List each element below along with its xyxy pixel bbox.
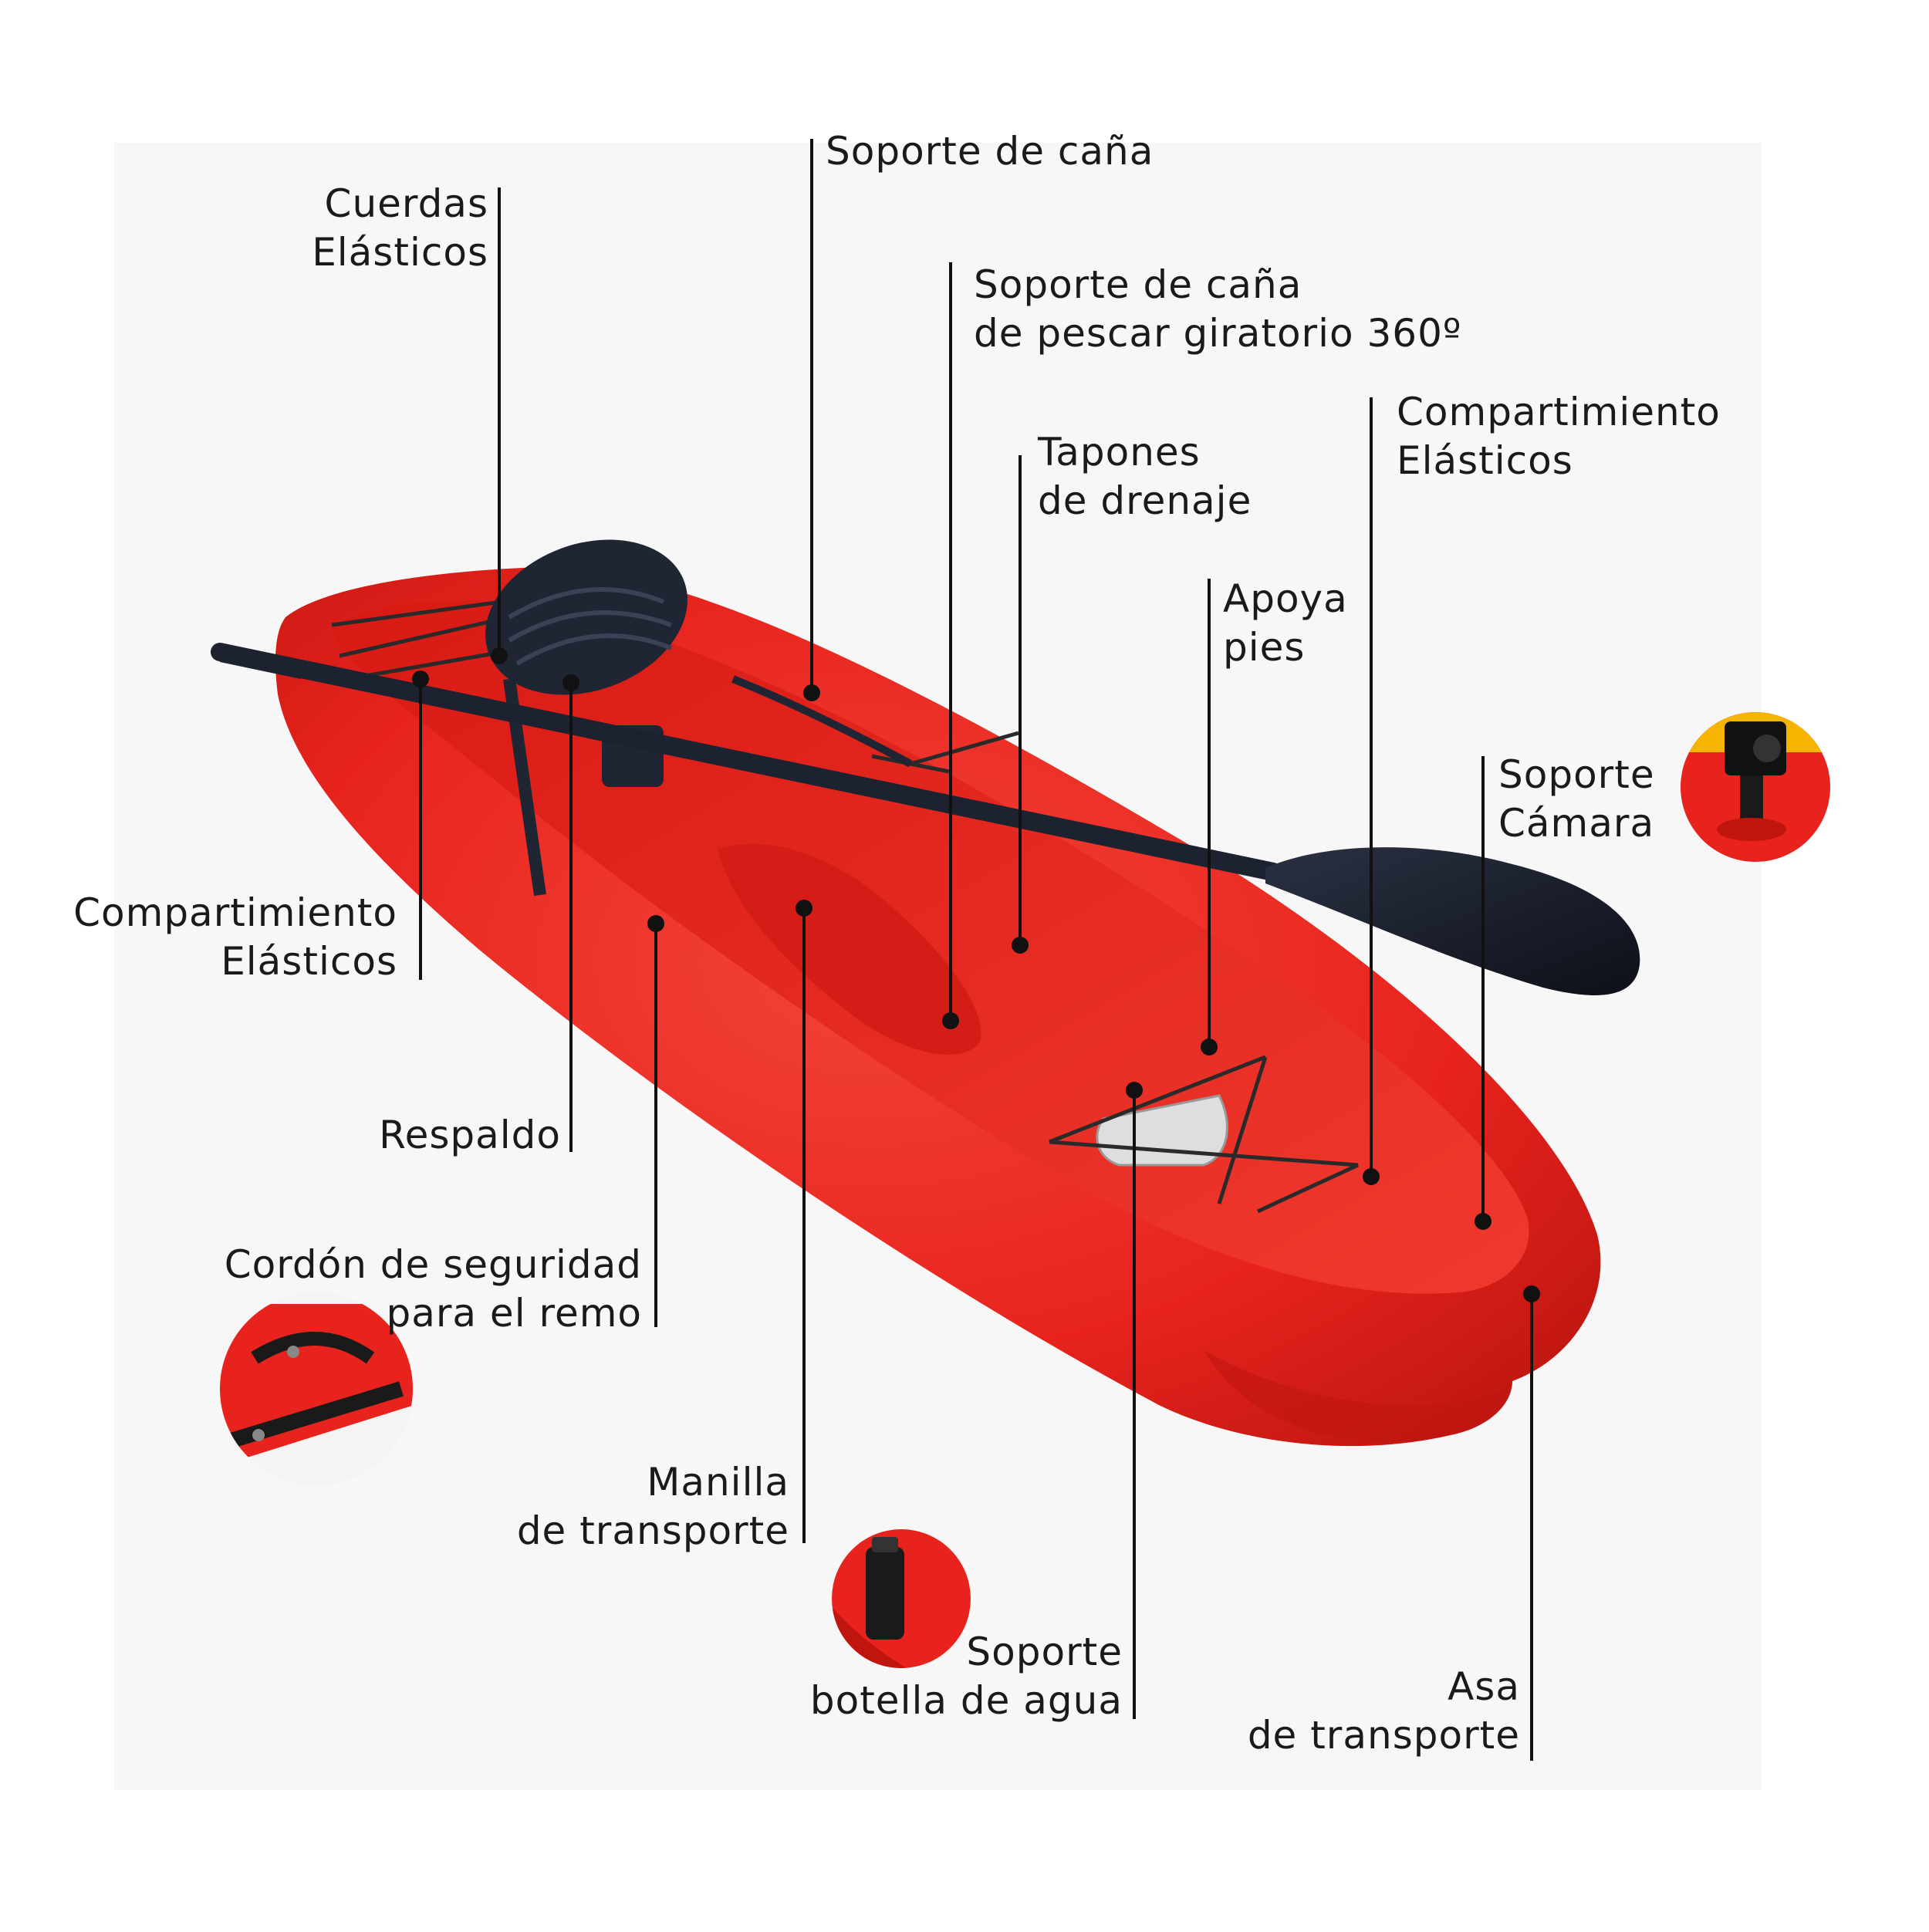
label-respaldo: Respaldo xyxy=(379,1111,561,1160)
label-line: Compartimiento xyxy=(73,890,397,935)
label-line: Apoya xyxy=(1223,576,1348,621)
label-line: botella de agua xyxy=(809,1678,1123,1723)
label-tapones-drenaje: Tapones de drenaje xyxy=(1038,428,1252,525)
label-line: Cuerdas xyxy=(324,181,488,226)
label-cordon-seguridad: Cordón de seguridad para el remo xyxy=(225,1241,642,1338)
label-line: de pescar giratorio 360º xyxy=(974,311,1462,356)
label-line: Cámara xyxy=(1498,801,1655,846)
label-line: Soporte xyxy=(966,1630,1123,1674)
kayak-keel-shadow xyxy=(1204,1350,1512,1442)
front-bungee xyxy=(1049,1055,1360,1214)
label-line: pies xyxy=(1223,625,1306,670)
leader-dots xyxy=(412,647,1540,1302)
label-line: Compartimiento xyxy=(1397,390,1721,434)
label-compartimiento-elasticos-top: Compartimiento Elásticos xyxy=(1397,388,1721,485)
paddle-blade-right xyxy=(1265,847,1640,995)
label-line: Manilla xyxy=(647,1460,789,1505)
label-compartimiento-elasticos-left: Compartimiento Elásticos xyxy=(73,889,397,986)
label-line: Soporte de caña xyxy=(826,129,1154,174)
label-line: de transporte xyxy=(1247,1713,1520,1758)
label-line: Respaldo xyxy=(379,1113,561,1157)
paddle-icon xyxy=(211,643,1640,995)
label-soporte-cana-giratorio: Soporte de caña de pescar giratorio 360º xyxy=(974,261,1461,358)
label-line: de drenaje xyxy=(1038,478,1252,523)
label-soporte-camara: Soporte Cámara xyxy=(1498,751,1655,848)
label-line: Soporte xyxy=(1498,752,1655,797)
label-asa-transporte: Asa de transporte xyxy=(1248,1663,1520,1760)
label-line: Elásticos xyxy=(1397,438,1573,483)
label-line: Tapones xyxy=(1038,430,1201,475)
label-soporte-cana: Soporte de caña xyxy=(826,127,1154,176)
label-line: para el remo xyxy=(386,1291,642,1336)
label-cuerdas-elasticos: Cuerdas Elásticos xyxy=(312,180,488,277)
label-manilla-transporte: Manilla de transporte xyxy=(517,1458,789,1555)
label-soporte-botella: Soporte botella de agua xyxy=(810,1628,1123,1725)
label-apoya-pies: Apoya pies xyxy=(1223,575,1348,672)
label-line: Asa xyxy=(1448,1664,1520,1709)
label-line: Soporte de caña xyxy=(974,262,1302,307)
center-console xyxy=(718,843,981,1055)
paddle-leash-inset xyxy=(220,1292,413,1485)
label-line: de transporte xyxy=(516,1508,789,1553)
paddle-blade-left xyxy=(220,647,305,679)
label-line: Elásticos xyxy=(221,939,397,984)
label-line: Cordón de seguridad xyxy=(224,1242,642,1287)
leader-lines xyxy=(419,139,1533,1761)
label-line: Elásticos xyxy=(312,230,488,275)
